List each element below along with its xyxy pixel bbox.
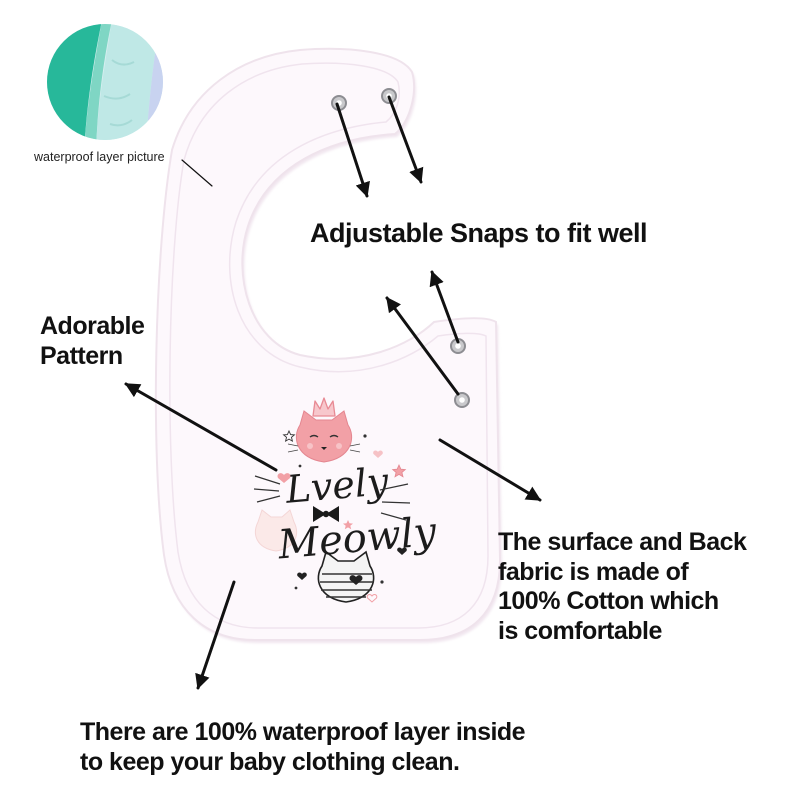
callout-cotton-fabric: The surface and Back fabric is made of 1…	[498, 528, 747, 646]
callout-line: Pattern	[40, 341, 123, 370]
waterproof-layer-inset	[47, 24, 163, 140]
bib-stitch	[169, 62, 489, 629]
cat-face-icon	[287, 410, 361, 463]
callout-line: There are 100% waterproof layer inside	[80, 718, 526, 746]
callout-waterproof-layer: There are 100% waterproof layer inside t…	[80, 718, 526, 777]
callout-adorable-pattern: Adorable Pattern	[40, 312, 145, 371]
callout-line: 100% Cotton which	[498, 587, 719, 615]
heart-icon	[277, 473, 291, 483]
heart-icon	[366, 594, 378, 603]
cat-face-icon	[317, 550, 375, 603]
snap-button-icon	[450, 338, 466, 354]
callout-line: fabric is made of	[498, 557, 689, 586]
inset-caption: waterproof layer picture	[34, 150, 165, 164]
bib	[154, 47, 502, 644]
heart-icon	[373, 450, 383, 458]
cat-face-icon	[254, 509, 298, 552]
callout-line: Adorable	[40, 312, 145, 340]
bib-fabric	[154, 47, 502, 641]
print-line-1: Lvely	[283, 459, 391, 512]
heart-icon	[349, 575, 363, 585]
heart-icon	[297, 572, 307, 580]
star-icon	[391, 464, 407, 478]
callout-line: The surface and Back	[498, 528, 747, 556]
callout-line: Adjustable Snaps to fit well	[310, 218, 648, 248]
heart-icon	[397, 547, 407, 555]
snap-button-icon	[454, 392, 470, 408]
star-icon	[342, 520, 353, 530]
callout-line: is comfortable	[498, 616, 662, 645]
callout-line: to keep your baby clothing clean.	[80, 747, 460, 776]
arrow-icon	[124, 95, 542, 690]
crown-icon	[312, 397, 336, 417]
bow-icon	[313, 506, 339, 522]
snap-button-icon	[331, 95, 347, 111]
callout-adjustable-snaps: Adjustable Snaps to fit well	[310, 218, 648, 250]
star-icon	[282, 429, 296, 443]
